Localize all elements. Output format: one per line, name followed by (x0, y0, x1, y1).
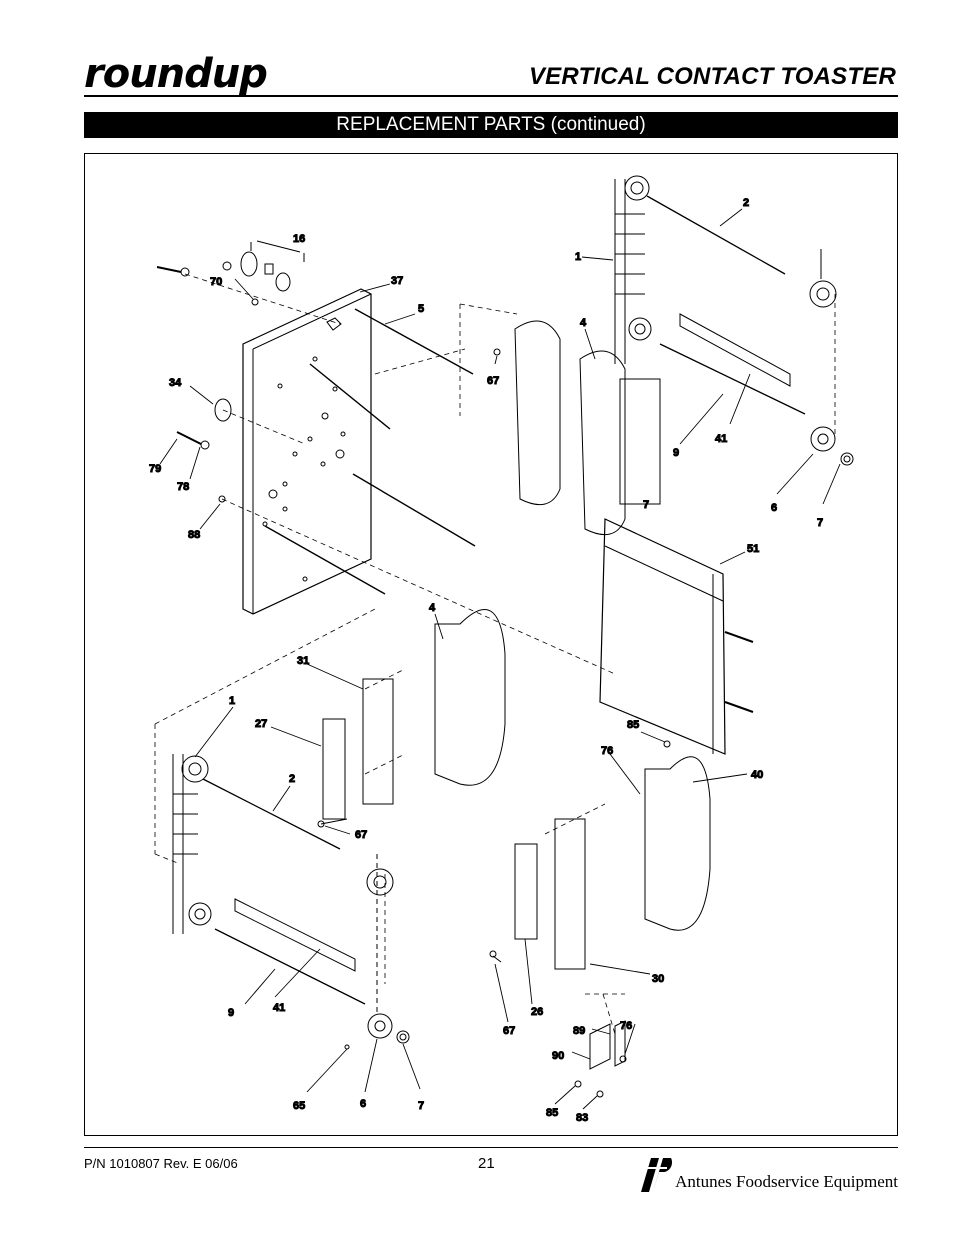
callout-6-lower: 6 (360, 1098, 366, 1110)
callout-7-lower: 7 (418, 1100, 424, 1112)
callout-67-middle: 67 (355, 829, 367, 841)
callout-76-lower: 76 (620, 1020, 632, 1032)
callout-6-upper: 6 (771, 502, 777, 514)
callout-37: 37 (391, 275, 403, 287)
callout-89: 89 (573, 1025, 585, 1037)
callout-76-upper: 76 (601, 745, 613, 757)
section-title-bar: REPLACEMENT PARTS (continued) (84, 112, 898, 138)
exploded-parts-diagram: 2 1 4 67 41 9 6 7 7 16 70 37 5 34 79 78 … (84, 153, 898, 1136)
callout-7-upper: 7 (817, 517, 823, 529)
callout-7-element: 7 (643, 499, 649, 511)
callout-2-lower: 2 (289, 773, 295, 785)
side-panel-drawing (242, 288, 372, 615)
callout-41-lower: 41 (273, 1002, 285, 1014)
middle-assembly-drawing (317, 608, 506, 828)
antunes-brand: Antunes Foodservice Equipment (637, 1150, 898, 1194)
callout-65: 65 (293, 1100, 305, 1112)
callout-4-middle: 4 (429, 602, 436, 614)
callout-79: 79 (149, 463, 161, 475)
part-number: P/N 1010807 Rev. E 06/06 (84, 1156, 238, 1171)
upper-rack-assembly-drawing (614, 175, 854, 466)
callout-9-lower: 9 (228, 1007, 234, 1019)
callout-26: 26 (531, 1006, 543, 1018)
callout-27: 27 (255, 718, 267, 730)
callout-67-upper: 67 (487, 375, 499, 387)
callout-1-lower: 1 (229, 695, 235, 707)
callout-85-lower: 85 (546, 1107, 558, 1119)
callout-1-upper: 1 (575, 251, 581, 263)
callout-88: 88 (188, 529, 200, 541)
callout-4-upper: 4 (580, 317, 587, 329)
lower-right-assembly-drawing (489, 740, 711, 970)
callout-67-lower: 67 (503, 1025, 515, 1037)
callout-85-upper: 85 (627, 719, 639, 731)
callout-31: 31 (297, 655, 309, 667)
callout-5: 5 (418, 303, 424, 315)
brand-wordmark: roundup (84, 51, 268, 97)
callout-30: 30 (652, 973, 664, 985)
callout-90: 90 (552, 1050, 564, 1062)
callout-78: 78 (177, 481, 189, 493)
callout-34: 34 (169, 377, 182, 389)
document-title: VERTICAL CONTACT TOASTER (528, 63, 896, 90)
page-number: 21 (478, 1155, 495, 1172)
callout-9-upper: 9 (673, 447, 679, 459)
lower-rack-assembly-drawing (172, 754, 410, 1050)
diagram-drawing: 2 1 4 67 41 9 6 7 7 16 70 37 5 34 79 78 … (149, 175, 854, 1125)
callout-16: 16 (293, 233, 305, 245)
alignment-lines (154, 273, 836, 1035)
leader-lines (159, 208, 841, 1110)
bottom-bracket-drawing (574, 1020, 627, 1098)
heat-shield-drawing (599, 518, 754, 755)
antunes-logo-icon (639, 1158, 673, 1192)
callout-51: 51 (747, 543, 759, 555)
roundup-logo: roundup (84, 50, 316, 98)
callout-70: 70 (210, 276, 222, 288)
company-name: Antunes Foodservice Equipment (675, 1172, 898, 1191)
hardware-drawing (156, 240, 342, 503)
upper-element-drawing (493, 320, 661, 536)
callout-41-upper: 41 (715, 433, 727, 445)
callout-40: 40 (751, 769, 763, 781)
callout-83: 83 (576, 1112, 588, 1124)
rods-drawing (264, 308, 476, 595)
header-divider (84, 95, 898, 97)
footer-divider (84, 1147, 898, 1148)
callout-2-upper: 2 (743, 197, 749, 209)
